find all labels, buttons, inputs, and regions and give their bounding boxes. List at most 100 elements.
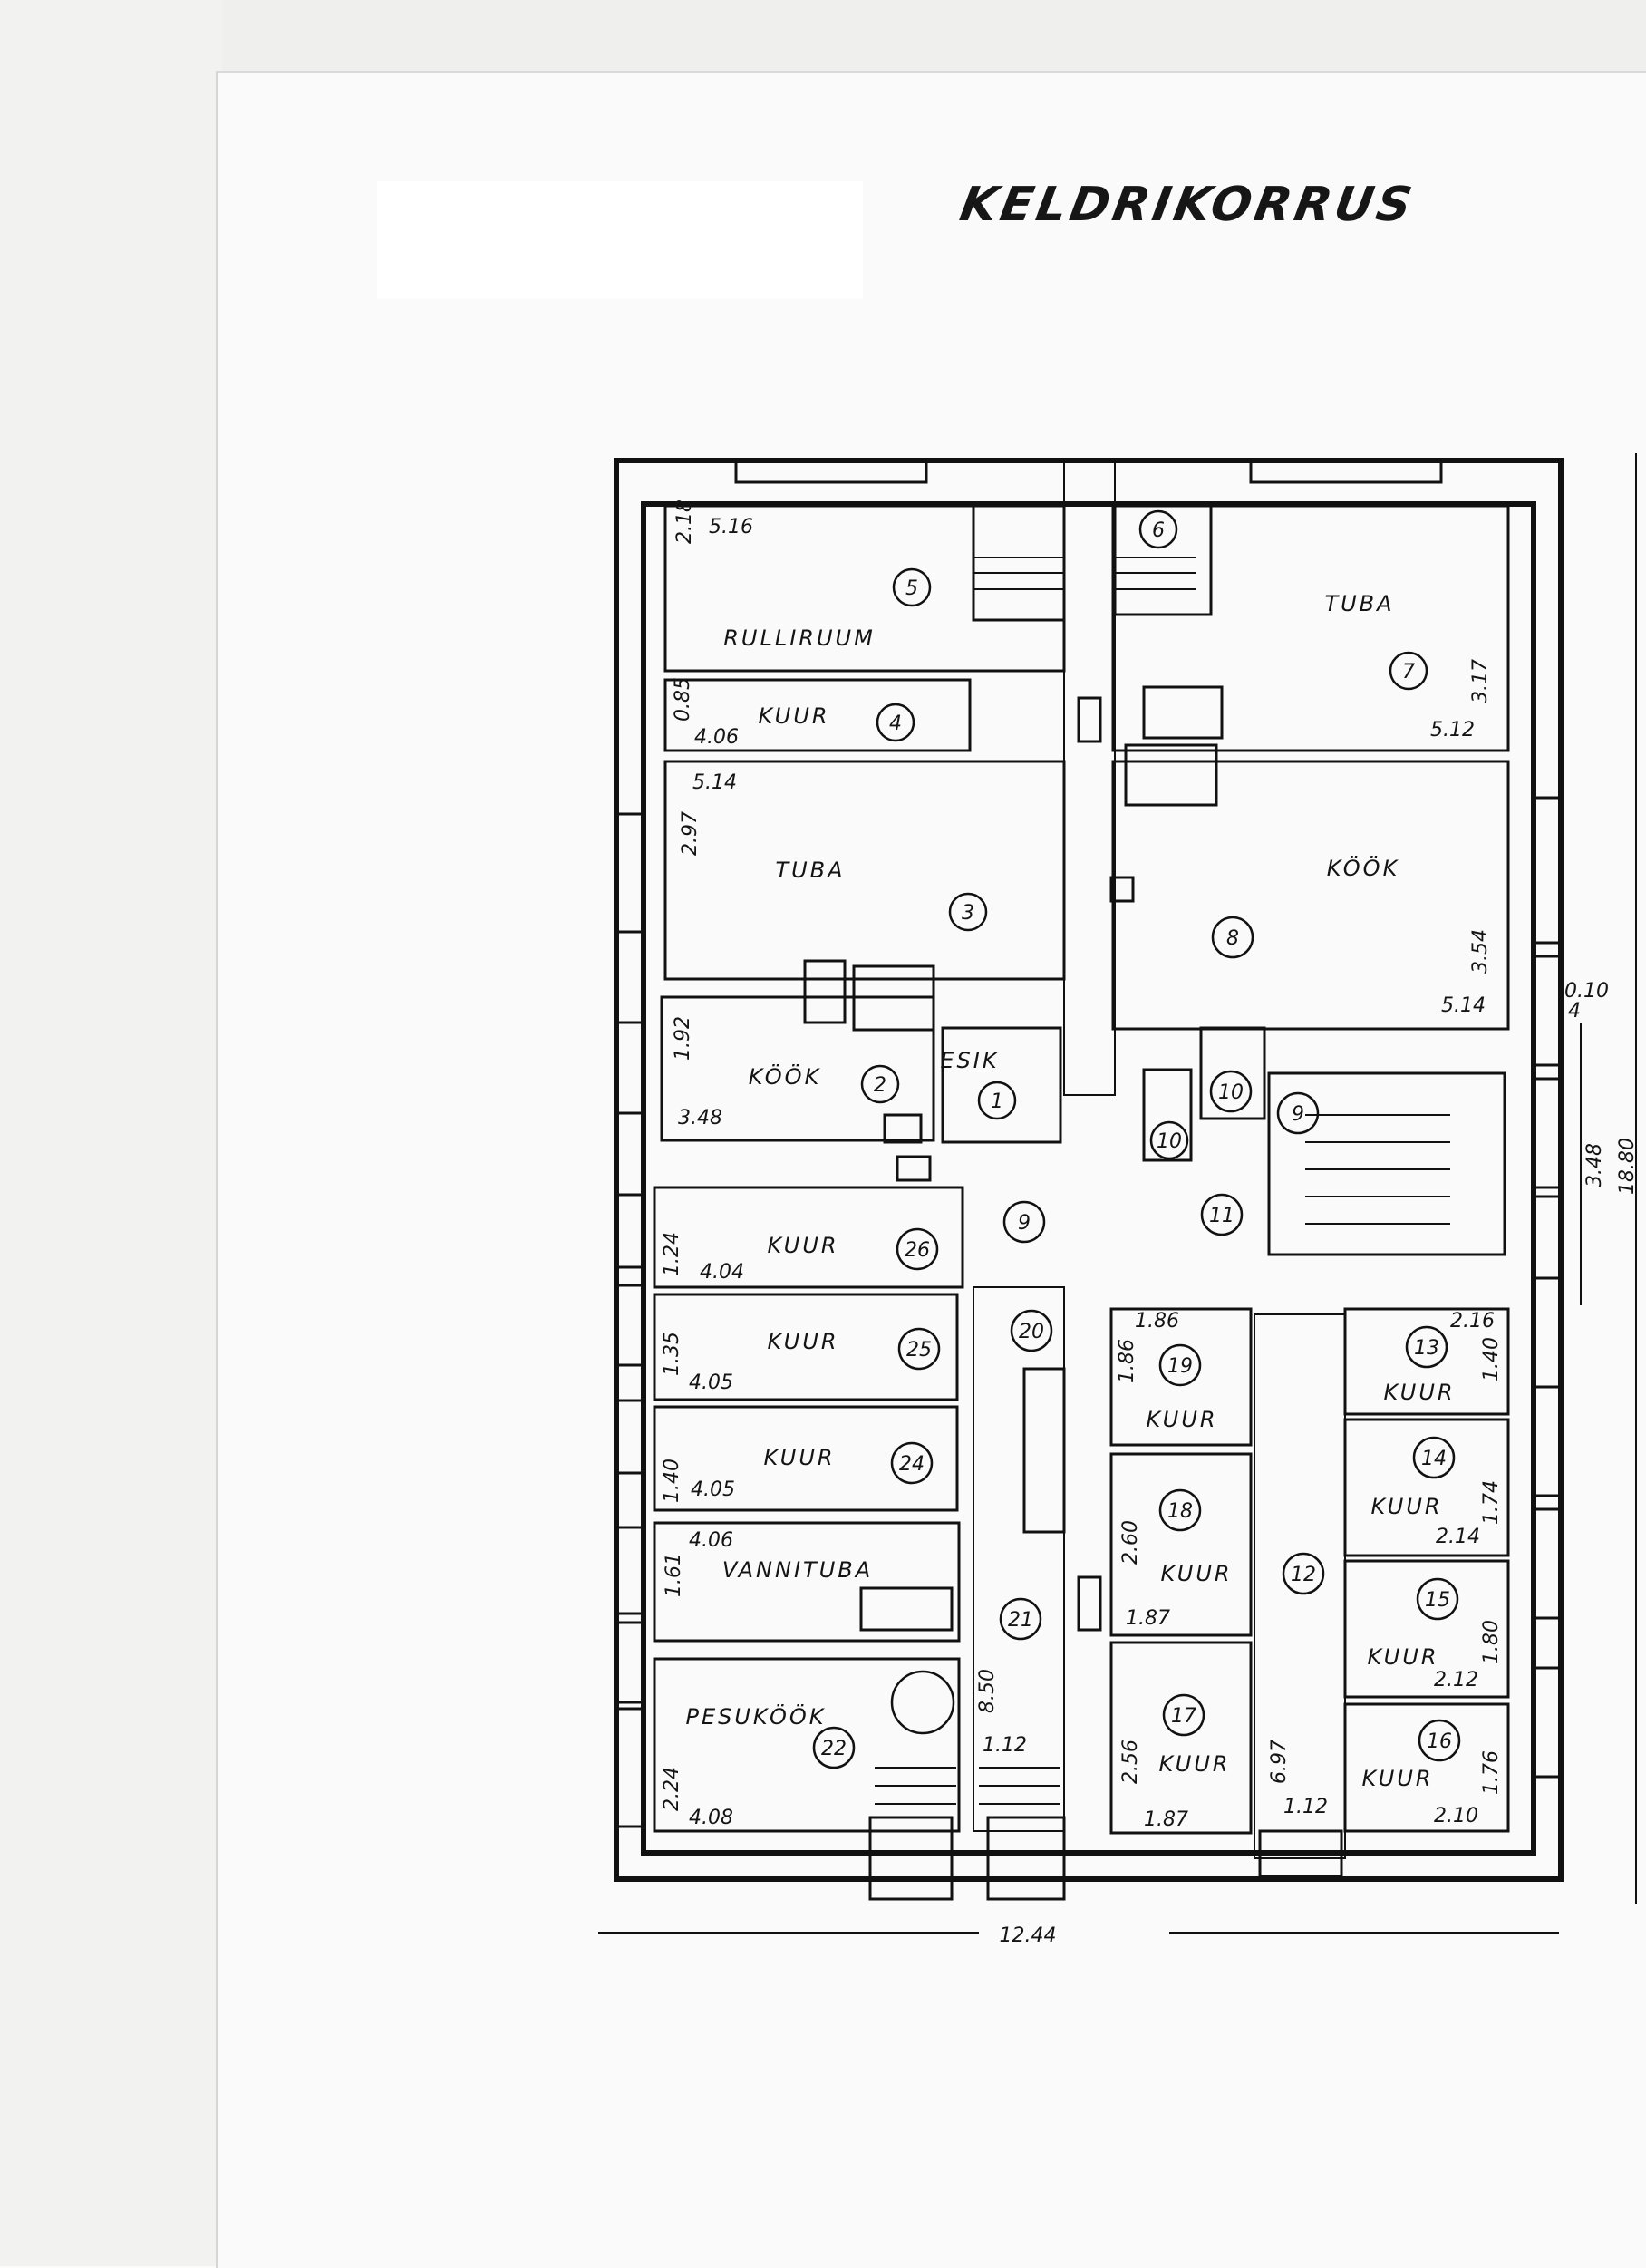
dim-21-b: 1.12 <box>983 1734 1027 1757</box>
room-circle-7 <box>1389 651 1428 691</box>
dim-3-b: 2.97 <box>679 811 702 856</box>
dim-right-small-2: 4 <box>1568 1000 1581 1023</box>
room-circle-8 <box>1211 916 1254 959</box>
room-number-24: 24 <box>899 1453 925 1476</box>
dim-5-b: 5.16 <box>709 516 753 538</box>
dim-17-b: 1.87 <box>1144 1808 1188 1831</box>
dim-19-b: 1.86 <box>1116 1339 1138 1383</box>
dimension-labels: 2.18 5.16 0.85 4.06 5.14 2.97 1.92 3.48 … <box>661 499 1639 1947</box>
dim-2-a: 1.92 <box>672 1016 694 1061</box>
room-circle-17 <box>1162 1693 1205 1737</box>
room-name-13: KUUR <box>1383 1380 1455 1405</box>
room-name-19: KUUR <box>1146 1407 1217 1432</box>
room-circle-26 <box>896 1227 939 1271</box>
room-name-26: KUUR <box>767 1233 838 1258</box>
dim-24-a: 1.40 <box>661 1459 683 1503</box>
dim-13-a: 2.16 <box>1450 1310 1495 1333</box>
interior-walls <box>653 460 1510 1859</box>
room-circle-22 <box>812 1726 856 1769</box>
dim-2-b: 3.48 <box>678 1107 722 1129</box>
room-number-1: 1 <box>991 1090 1003 1113</box>
dim-25-b: 4.05 <box>689 1371 733 1394</box>
room-names: ESIK KÖÖK TUBA KUUR RULLIRUUM TUBA KÖÖK … <box>685 591 1455 1791</box>
room-number-9a: 9 <box>1018 1212 1031 1235</box>
room-name-16: KUUR <box>1361 1766 1433 1791</box>
room-circle-13 <box>1405 1325 1448 1369</box>
room-circle-9b <box>1276 1091 1320 1135</box>
room-number-25: 25 <box>906 1339 932 1362</box>
room-circle-19 <box>1158 1343 1202 1387</box>
room-number-6: 6 <box>1152 519 1165 542</box>
room-circle-3 <box>948 892 988 932</box>
room-number-22: 22 <box>821 1738 847 1760</box>
room-circle-20 <box>1010 1309 1053 1352</box>
room-number-14: 14 <box>1421 1448 1447 1470</box>
dim-12-a: 6.97 <box>1268 1740 1291 1784</box>
room-number-26: 26 <box>905 1239 930 1262</box>
room-circle-24 <box>890 1441 934 1485</box>
dim-16-a: 1.76 <box>1480 1750 1503 1795</box>
room-name-5: RULLIRUUM <box>723 625 876 651</box>
room-number-12: 12 <box>1291 1564 1316 1586</box>
room-number-8: 8 <box>1226 927 1239 950</box>
room-number-20: 20 <box>1019 1321 1044 1343</box>
dim-3-a: 5.14 <box>692 771 737 794</box>
room-number-19: 19 <box>1167 1355 1193 1378</box>
dim-14-a: 1.74 <box>1480 1480 1503 1525</box>
room-number-7: 7 <box>1402 661 1415 683</box>
room-name-14: KUUR <box>1370 1494 1442 1519</box>
room-circle-11 <box>1200 1193 1244 1236</box>
room-number-15: 15 <box>1425 1589 1450 1612</box>
room-circle-25 <box>897 1327 941 1371</box>
dim-8-b: 5.14 <box>1441 994 1486 1017</box>
dim-19-a: 1.86 <box>1135 1310 1179 1333</box>
dim-right-mid: 3.48 <box>1583 1143 1606 1187</box>
dim-5-a: 2.18 <box>673 499 696 544</box>
dim-right-small: 0.10 <box>1564 980 1609 1003</box>
room-circle-12 <box>1282 1552 1325 1595</box>
dim-15-b: 2.12 <box>1434 1669 1478 1691</box>
dimension-lines <box>598 453 1637 1934</box>
scan-margin-left <box>0 0 222 2266</box>
dim-7-b: 5.12 <box>1430 719 1475 741</box>
room-circle-18 <box>1158 1488 1202 1532</box>
room-number-9b: 9 <box>1292 1103 1304 1126</box>
room-number-13: 13 <box>1414 1337 1439 1360</box>
room-markers: 1 2 3 4 5 6 7 8 9 9 10 10 11 12 13 14 15… <box>812 509 1461 1769</box>
room-name-24: KUUR <box>763 1445 835 1470</box>
dim-16-b: 2.10 <box>1434 1805 1478 1827</box>
room-name-7: TUBA <box>1324 591 1394 616</box>
dim-12-b: 1.12 <box>1283 1796 1328 1818</box>
dim-23-a: 4.06 <box>689 1529 733 1552</box>
room-name-17: KUUR <box>1158 1751 1230 1777</box>
dim-26-b: 4.04 <box>700 1261 744 1284</box>
room-number-4: 4 <box>889 712 902 735</box>
room-circle-1 <box>977 1081 1017 1120</box>
room-circle-2 <box>860 1064 900 1104</box>
dim-7-a: 3.17 <box>1469 659 1492 703</box>
room-number-16: 16 <box>1427 1730 1452 1753</box>
room-number-18: 18 <box>1167 1500 1193 1523</box>
room-circle-16 <box>1418 1719 1461 1762</box>
dim-15-a: 1.80 <box>1480 1620 1503 1664</box>
dim-23-b: 1.61 <box>663 1553 685 1597</box>
dim-25-a: 1.35 <box>661 1332 683 1376</box>
room-name-1: ESIK <box>940 1048 999 1073</box>
scan-margin-top <box>0 0 1646 71</box>
room-name-8: KÖÖK <box>1327 855 1400 881</box>
dim-17-a: 2.56 <box>1119 1740 1142 1784</box>
room-number-2: 2 <box>874 1074 886 1097</box>
room-number-10b: 10 <box>1218 1081 1244 1104</box>
dim-8-a: 3.54 <box>1469 929 1492 974</box>
room-name-25: KUUR <box>767 1329 838 1354</box>
room-name-15: KUUR <box>1367 1644 1438 1670</box>
dim-21-a: 8.50 <box>976 1669 999 1713</box>
room-number-21: 21 <box>1008 1609 1033 1632</box>
dim-22-b: 4.08 <box>689 1807 733 1829</box>
room-circle-21 <box>999 1597 1042 1641</box>
stair-markings <box>803 557 1450 1901</box>
room-number-3: 3 <box>962 902 974 925</box>
room-name-4: KUUR <box>758 703 829 729</box>
room-circle-6 <box>1138 509 1178 549</box>
